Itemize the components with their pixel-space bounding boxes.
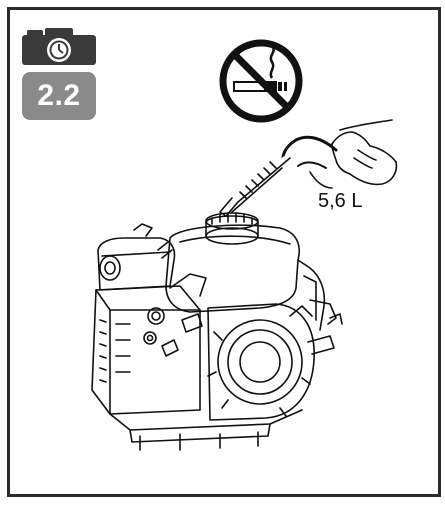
no-smoking-icon xyxy=(219,39,303,123)
fuel-volume-label: 5,6 L xyxy=(318,190,363,212)
fuel-nozzle-illustration xyxy=(219,119,398,217)
engine-refuel-illustration xyxy=(91,119,398,451)
step-number-badge: 2.2 xyxy=(22,72,96,120)
camera-icon xyxy=(22,28,96,65)
engine-illustration xyxy=(91,212,343,451)
